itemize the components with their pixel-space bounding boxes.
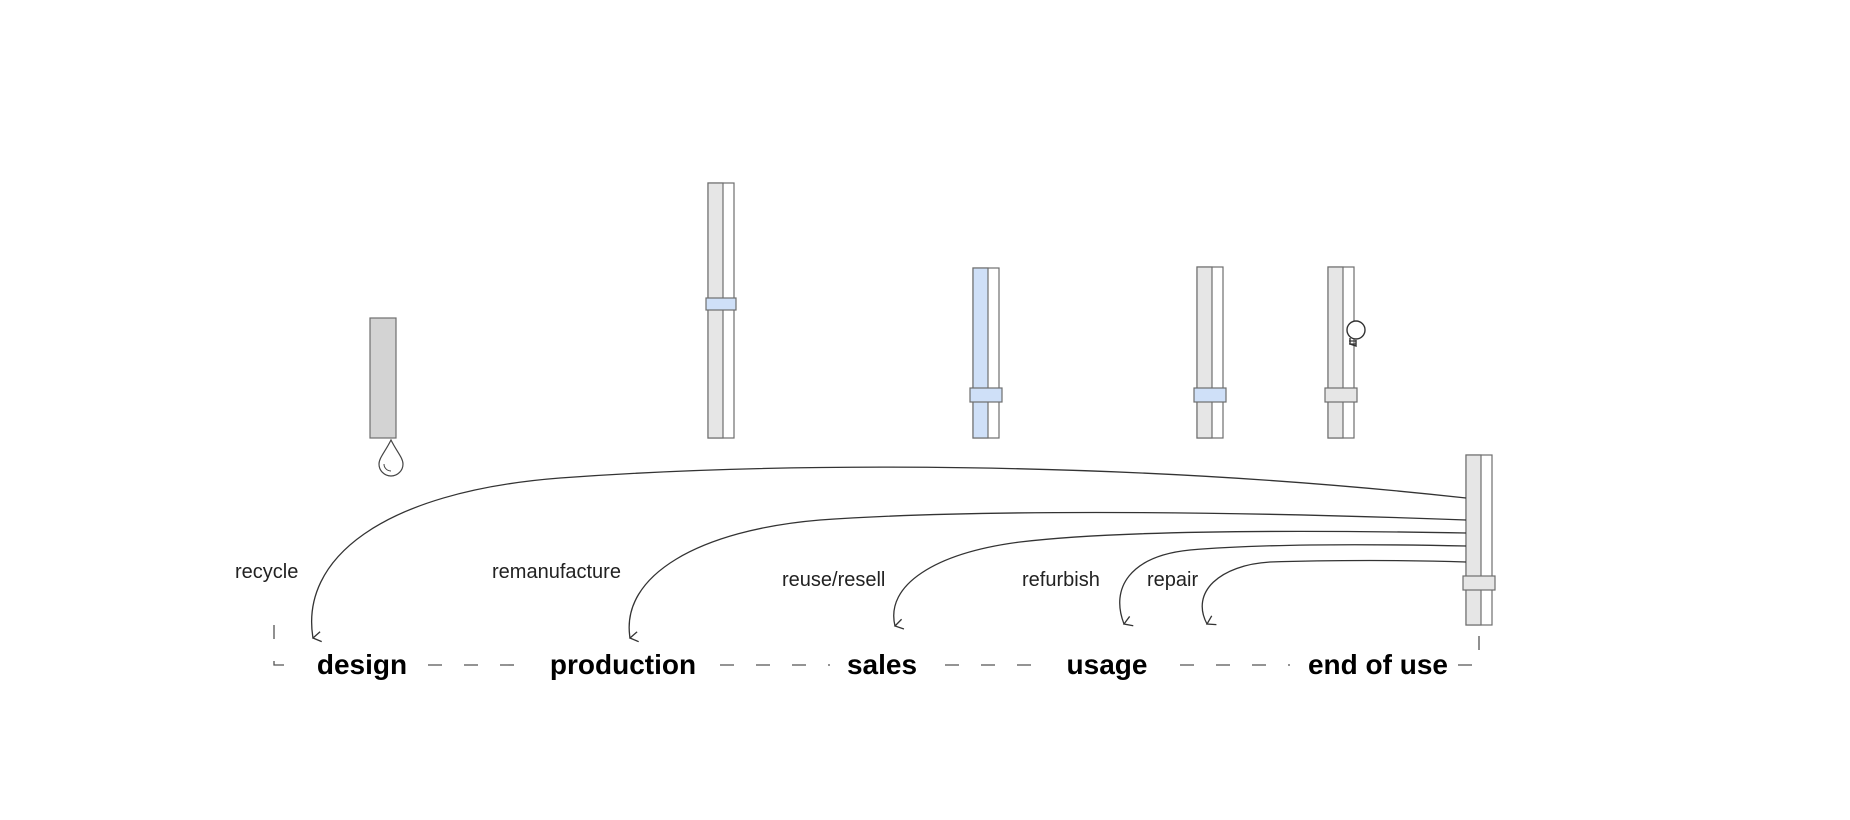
recycle-arrow <box>311 466 1467 643</box>
lightbulb-icon <box>1346 320 1366 347</box>
loop-label-recycle: recycle <box>235 561 298 583</box>
loop-label-reuse-resell: reuse/resell <box>782 569 885 591</box>
repair-arrow <box>1201 559 1467 626</box>
loop-label-refurbish: refurbish <box>1022 569 1100 591</box>
production-product-bar <box>705 182 737 439</box>
refurbish-arrow <box>1119 544 1467 627</box>
usage-idea-bar <box>1324 266 1358 439</box>
stage-label-end-of-use: end of use <box>1308 649 1448 680</box>
stage-label-production: production <box>550 649 696 680</box>
remanufacture-arrow <box>628 511 1467 643</box>
stage-label-design: design <box>317 649 407 680</box>
timeline-dashes <box>1458 630 1480 666</box>
stage-label-sales: sales <box>847 649 917 680</box>
timeline-dashes <box>273 625 300 666</box>
design-material-bar <box>369 317 397 439</box>
end-of-use-product-bar <box>1462 454 1496 626</box>
usage-product-bar <box>1193 266 1227 439</box>
loop-label-remanufacture: remanufacture <box>492 561 621 583</box>
drop-icon <box>378 438 404 477</box>
sales-product-bar <box>969 267 1003 439</box>
loop-label-repair: repair <box>1147 569 1198 591</box>
stage-label-usage: usage <box>1067 649 1148 680</box>
reuse-resell-arrow <box>893 530 1467 630</box>
